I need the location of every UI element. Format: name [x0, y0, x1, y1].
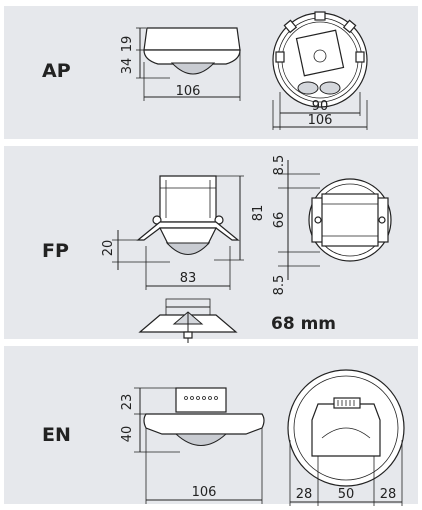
en-dim-top: 23 [120, 394, 135, 411]
fp-dim-height: 81 [251, 205, 266, 222]
ap-dim-outer: 106 [308, 113, 333, 128]
fp-side-view [112, 175, 244, 290]
ap-dim-width: 106 [176, 84, 201, 99]
fp-dim-top-gap: 8.5 [272, 155, 287, 176]
label-en: EN [42, 424, 71, 446]
fp-dim-bottom-gap: 8.5 [272, 275, 287, 296]
en-side-view [134, 387, 265, 504]
ap-side-view [136, 27, 241, 101]
ap-dim-top: 19 [120, 36, 135, 53]
fp-dim-flange: 20 [101, 240, 116, 257]
ap-dim-body: 34 [120, 58, 135, 75]
fp-top-view [278, 160, 392, 280]
fp-dim-inner: 66 [272, 212, 287, 229]
fp-dim-width: 83 [180, 271, 197, 286]
en-dim-middle: 50 [338, 487, 355, 502]
ap-top-view [272, 11, 368, 130]
cutout-size: 68 mm [271, 314, 337, 334]
en-dim-left: 28 [296, 487, 313, 502]
en-dim-right: 28 [380, 487, 397, 502]
label-ap: AP [42, 60, 71, 82]
label-fp: FP [42, 240, 69, 262]
en-top-view [287, 369, 405, 506]
fp-cutout-view [138, 298, 238, 343]
ap-dim-inner: 90 [312, 99, 329, 114]
en-dim-width: 106 [192, 485, 217, 500]
en-dim-body: 40 [120, 426, 135, 443]
